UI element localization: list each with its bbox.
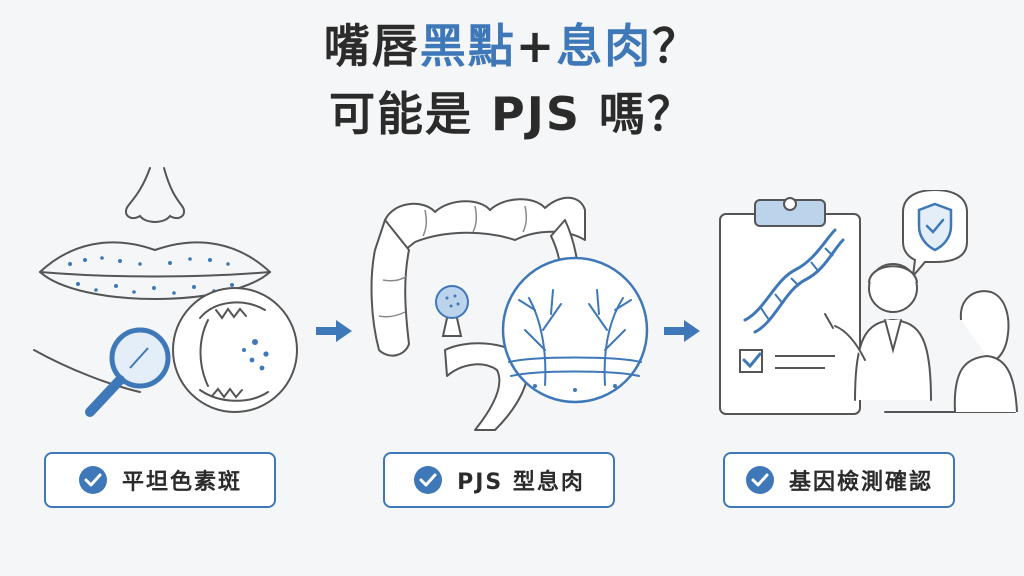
arrow-right-icon [316, 320, 352, 342]
title-plus: + [515, 19, 557, 73]
check-circle-icon [78, 466, 107, 494]
title-polyps: 息肉 [556, 19, 653, 73]
check-circle-icon [414, 466, 443, 494]
shield-check-icon [917, 202, 953, 252]
colon-polyp-illustration [370, 196, 649, 431]
lips-illustration [33, 167, 298, 417]
polyp-icon [435, 285, 469, 337]
title-lips: 嘴唇 [323, 19, 420, 73]
step-label-genetic-test: 基因檢測確認 [723, 452, 955, 508]
arrow-right-icon [664, 320, 700, 342]
title-line-2: 可能是 PJS 嗎？ [329, 87, 695, 141]
title-dark-spots: 黑點 [419, 19, 516, 73]
step-label-text: 基因檢測確認 [788, 470, 933, 495]
step-label-text: 平坦色素斑 [121, 470, 242, 495]
title-question: ？ [652, 19, 701, 73]
genetic-test-illustration [719, 190, 1018, 415]
step-label-pjs-polyps: PJS 型息肉 [383, 452, 615, 508]
step-label-pigment-spots: 平坦色素斑 [44, 452, 276, 508]
magnifier-icon [85, 327, 171, 417]
check-circle-icon [745, 466, 774, 494]
title-line-1: 嘴唇黑點+息肉？ [0, 18, 1024, 74]
step-label-text: PJS 型息肉 [457, 470, 585, 495]
